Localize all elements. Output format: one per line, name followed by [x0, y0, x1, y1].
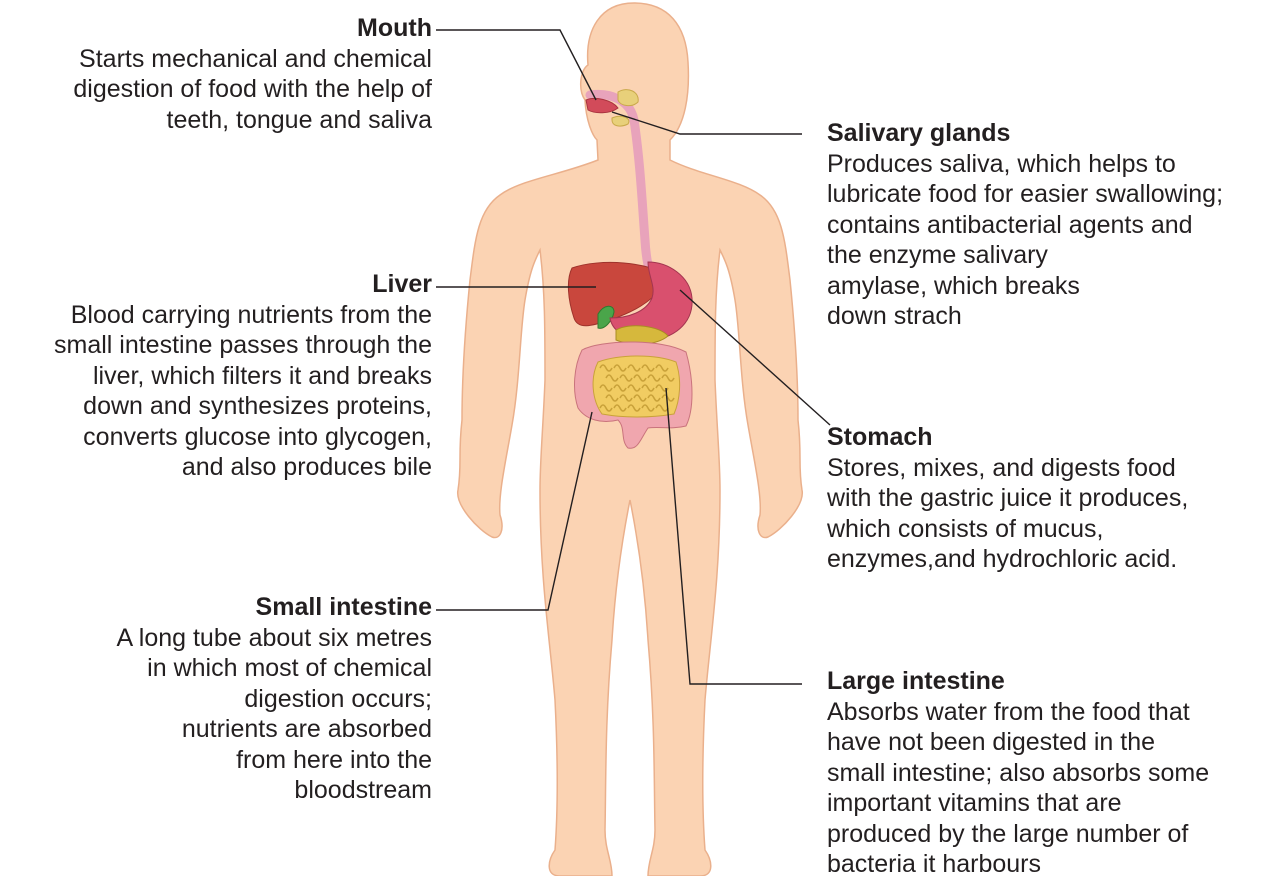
small-intestine-description-line: bloodstream [117, 775, 432, 806]
salivary-glands-description-line: amylase, which breaks [827, 271, 1223, 302]
large-intestine-description-line: Absorbs water from the food that [827, 697, 1209, 728]
small-intestine-label-block: Small intestine A long tube about six me… [117, 592, 432, 806]
stomach-description-line: Stores, mixes, and digests food [827, 453, 1188, 484]
salivary-glands-title: Salivary glands [827, 118, 1223, 149]
large-intestine-description-line: produced by the large number of [827, 819, 1209, 850]
stomach-description-line: with the gastric juice it produces, [827, 483, 1188, 514]
salivary-glands-description-line: contains antibacterial agents and [827, 210, 1223, 241]
large-intestine-label-block: Large intestine Absorbs water from the f… [827, 666, 1209, 880]
mouth-label-block: Mouth Starts mechanical and chemical dig… [73, 13, 432, 135]
large-intestine-description-line: bacteria it harbours [827, 849, 1209, 880]
small-intestine-description-line: A long tube about six metres [117, 623, 432, 654]
salivary-glands-description-line: down strach [827, 301, 1223, 332]
leader-line-mouth [436, 30, 596, 100]
small-intestine-title: Small intestine [117, 592, 432, 623]
mouth-description-line: Starts mechanical and chemical [73, 44, 432, 75]
mouth-description-line: digestion of food with the help of [73, 74, 432, 105]
liver-description-line: down and synthesizes proteins, [54, 391, 432, 422]
small-intestine-description-line: in which most of chemical [117, 653, 432, 684]
mouth-title: Mouth [73, 13, 432, 44]
salivary-glands-description-line: the enzyme salivary [827, 240, 1223, 271]
salivary-glands-description-line: lubricate food for easier swallowing; [827, 179, 1223, 210]
stomach-description-line: enzymes,and hydrochloric acid. [827, 544, 1188, 575]
large-intestine-description-line: small intestine; also absorbs some [827, 758, 1209, 789]
liver-label-block: Liver Blood carrying nutrients from the … [54, 269, 432, 483]
small-intestine-description-line: nutrients are absorbed [117, 714, 432, 745]
small-intestine-description-line: from here into the [117, 745, 432, 776]
liver-description-line: liver, which filters it and breaks [54, 361, 432, 392]
mouth-description-line: teeth, tongue and saliva [73, 105, 432, 136]
liver-description-line: and also produces bile [54, 452, 432, 483]
stomach-label-block: Stomach Stores, mixes, and digests food … [827, 422, 1188, 575]
large-intestine-description-line: have not been digested in the [827, 727, 1209, 758]
large-intestine-title: Large intestine [827, 666, 1209, 697]
small-intestine-description-line: digestion occurs; [117, 684, 432, 715]
large-intestine-description-line: important vitamins that are [827, 788, 1209, 819]
salivary-glands-description-line: Produces saliva, which helps to [827, 149, 1223, 180]
stomach-description-line: which consists of mucus, [827, 514, 1188, 545]
salivary-glands-label-block: Salivary glands Produces saliva, which h… [827, 118, 1223, 332]
liver-title: Liver [54, 269, 432, 300]
liver-description-line: converts glucose into glycogen, [54, 422, 432, 453]
liver-description-line: Blood carrying nutrients from the [54, 300, 432, 331]
stomach-title: Stomach [827, 422, 1188, 453]
liver-description-line: small intestine passes through the [54, 330, 432, 361]
